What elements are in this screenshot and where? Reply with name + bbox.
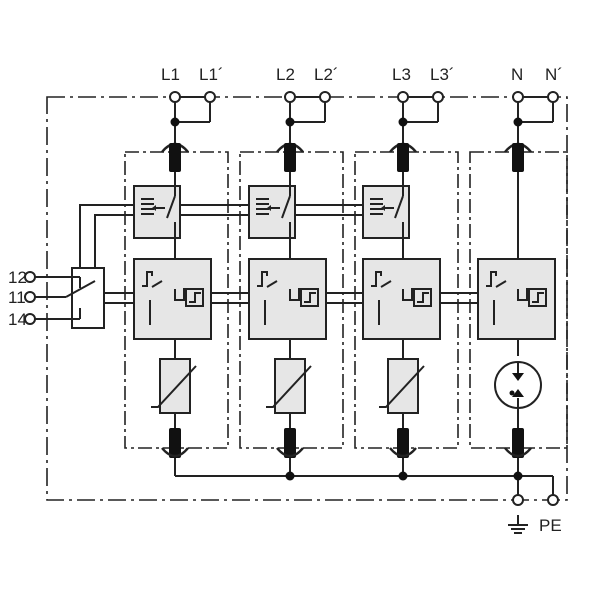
status-indicator-l2 bbox=[248, 258, 327, 340]
junction-dot bbox=[285, 117, 295, 127]
junction-dot bbox=[170, 117, 180, 127]
phase-l1-top-wiring bbox=[169, 91, 216, 143]
terminal-label-l1: L1 bbox=[161, 65, 180, 84]
fuse-l3-bottom bbox=[397, 428, 409, 458]
phase-l2-top-wiring bbox=[284, 91, 331, 143]
terminal-label-l3: L3 bbox=[392, 65, 411, 84]
terminal-n bbox=[512, 91, 524, 103]
bottom-connector-arch bbox=[161, 447, 189, 458]
terminal-14 bbox=[24, 313, 36, 325]
status-link-lines bbox=[211, 292, 478, 304]
remote-signal-wiring bbox=[79, 204, 363, 268]
status-indicator-l1 bbox=[133, 258, 212, 340]
terminal-label-n-prime: N´ bbox=[545, 65, 563, 84]
fuse-l1-bottom bbox=[169, 428, 181, 458]
earth-ground-icon bbox=[508, 515, 528, 534]
neutral-top-wiring bbox=[512, 91, 559, 143]
fuse-l2-bottom bbox=[284, 428, 296, 458]
varistor-l3 bbox=[379, 358, 425, 428]
contact-label-12: 12 bbox=[8, 268, 27, 287]
fuse-l2-top bbox=[284, 143, 296, 172]
fuse-n-top bbox=[512, 143, 524, 172]
terminal-l1 bbox=[169, 91, 181, 103]
terminal-l3-prime bbox=[432, 91, 444, 103]
terminal-l3 bbox=[397, 91, 409, 103]
varistor-l2 bbox=[266, 358, 312, 428]
terminal-label-l3-prime: L3´ bbox=[430, 65, 455, 84]
terminal-12 bbox=[24, 271, 36, 283]
module-n-outline bbox=[469, 151, 568, 449]
terminal-label-l2: L2 bbox=[276, 65, 295, 84]
bottom-connector-arch bbox=[276, 447, 304, 458]
bottom-connector-arch bbox=[389, 447, 417, 458]
terminal-pe bbox=[547, 494, 559, 506]
thermal-disconnector-l3 bbox=[362, 185, 410, 259]
terminal-n-prime bbox=[547, 91, 559, 103]
pe-label: PE bbox=[539, 516, 562, 535]
bottom-connector-arch bbox=[504, 447, 532, 458]
fuse-n-bottom bbox=[512, 428, 524, 458]
contact-label-14: 14 bbox=[8, 310, 27, 329]
thermal-disconnector-l2 bbox=[248, 185, 296, 259]
terminal-earth bbox=[512, 494, 524, 506]
terminal-11 bbox=[24, 291, 36, 303]
fuse-l1-top bbox=[169, 143, 181, 172]
terminal-label-l2-prime: L2´ bbox=[314, 65, 339, 84]
status-indicator-n bbox=[477, 258, 556, 340]
terminal-label-l1-prime: L1´ bbox=[199, 65, 224, 84]
terminal-label-n: N bbox=[511, 65, 523, 84]
remote-contact-relay bbox=[24, 267, 134, 329]
varistor-l1 bbox=[151, 358, 197, 428]
status-indicator-l3 bbox=[362, 258, 441, 340]
spark-gap-n bbox=[494, 361, 542, 428]
terminal-l2 bbox=[284, 91, 296, 103]
earth-bus bbox=[174, 458, 559, 506]
phase-l3-top-wiring bbox=[397, 91, 444, 143]
terminal-l1-prime bbox=[204, 91, 216, 103]
fuse-l3-top bbox=[397, 143, 409, 172]
thermal-disconnector-l1 bbox=[133, 185, 181, 259]
junction-dot bbox=[398, 117, 408, 127]
terminal-l2-prime bbox=[319, 91, 331, 103]
junction-dot bbox=[513, 117, 523, 127]
contact-label-11: 11 bbox=[8, 288, 26, 307]
